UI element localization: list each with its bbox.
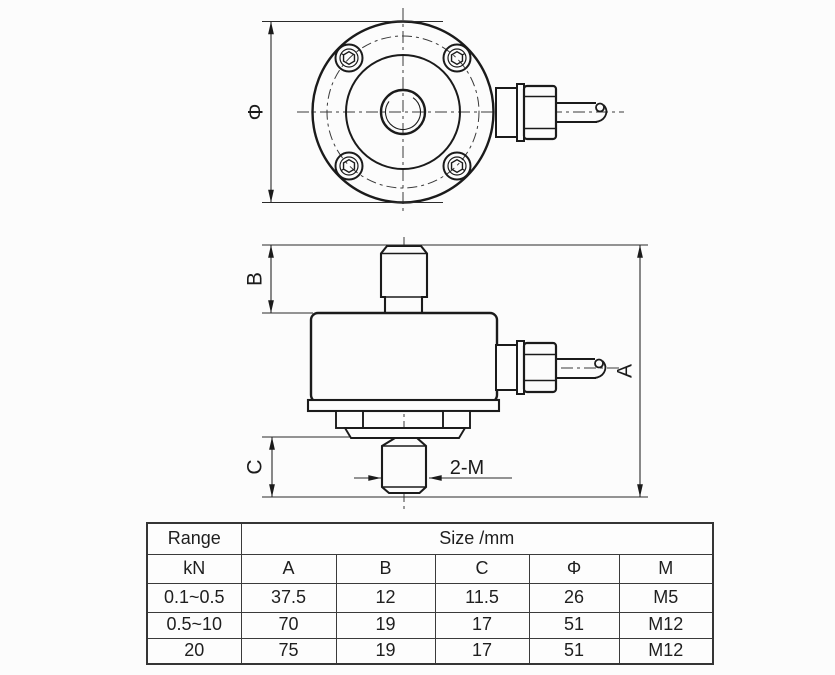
top-stud-outline — [379, 244, 429, 315]
sensor-body — [309, 311, 499, 404]
screw-counterbore-circle — [339, 156, 359, 176]
gland-hex-nut — [522, 341, 558, 394]
dimensions — [262, 20, 648, 498]
size-table: Range Size /mm kN A B C Φ M 0.1~0.5 37.5… — [146, 522, 714, 665]
phi-dimension-label: Φ — [245, 104, 268, 121]
dimension-labels: Φ B C A 2-M — [244, 104, 637, 479]
table-cell-range: 0.5~10 — [146, 611, 242, 639]
screw-head-circle — [442, 43, 472, 73]
bolt-circle-centerline — [326, 35, 480, 189]
cable-tip-loop — [595, 102, 605, 113]
gland-base-block — [495, 344, 518, 391]
table-cell-a: 70 — [240, 611, 337, 639]
table-cell-phi: 51 — [528, 611, 620, 639]
table-cell-a: 75 — [240, 637, 337, 665]
cable-tip-end — [593, 360, 607, 379]
screw-counterbore-circle — [447, 48, 467, 68]
column-header-a: A — [240, 553, 337, 584]
table-cell-phi: 51 — [528, 637, 620, 665]
column-header-kn: kN — [146, 553, 242, 584]
column-header-phi: Φ — [528, 553, 620, 584]
column-header-c: C — [434, 553, 530, 584]
screw-counterbore-circle — [447, 156, 467, 176]
table-cell-b: 19 — [335, 637, 436, 665]
hex-socket — [342, 158, 356, 174]
screw-head-circle — [442, 151, 472, 181]
hex-socket — [342, 50, 356, 66]
top-view — [297, 8, 624, 214]
socket-notch — [462, 168, 466, 172]
table-cell-m: M5 — [618, 582, 714, 613]
mounting-screw-right — [442, 410, 471, 429]
size-header-cell: Size /mm — [240, 522, 714, 555]
a-dimension-label: A — [614, 364, 637, 378]
lower-plate — [343, 427, 467, 439]
table-column-row: kN A B C Φ M — [146, 553, 714, 584]
table-cell-c: 11.5 — [434, 582, 530, 613]
table-cell-a: 37.5 — [240, 582, 337, 613]
stud-thread-label: 2-M — [450, 457, 484, 479]
socket-screw-bottom-left — [334, 151, 364, 181]
table-cell-c: 17 — [434, 637, 530, 665]
cable-gland-side-view — [495, 340, 607, 395]
screw-counterbore-circle — [339, 48, 359, 68]
b-dimension-label: B — [244, 272, 267, 286]
socket-notch — [340, 168, 344, 172]
side-view — [306, 237, 622, 512]
cable-gland-top-view — [495, 83, 608, 142]
c-dimension-label: C — [244, 459, 267, 474]
socket-screw-top-left — [334, 43, 364, 73]
column-header-b: B — [335, 553, 436, 584]
size-table-container: Range Size /mm kN A B C Φ M 0.1~0.5 37.5… — [146, 522, 714, 665]
socket-screw-bottom-right — [442, 151, 472, 181]
bottom-stud-outline — [380, 436, 428, 495]
socket-notch — [462, 52, 466, 56]
mounting-screw-left — [335, 410, 364, 429]
table-header-row: Range Size /mm — [146, 522, 714, 555]
socket-screw-top-right — [442, 43, 472, 73]
hex-socket — [450, 158, 464, 174]
table-cell-range: 0.1~0.5 — [146, 582, 242, 613]
gland-hex-nut — [522, 84, 558, 141]
table-row: 20 75 19 17 51 M12 — [146, 637, 714, 665]
table-cell-b: 19 — [335, 611, 436, 639]
gland-base-block — [495, 87, 518, 138]
cable-tip-end — [594, 104, 608, 123]
top-stud — [379, 244, 429, 315]
cable-tip-loop — [594, 358, 604, 369]
table-cell-range: 20 — [146, 637, 242, 665]
column-header-m: M — [618, 553, 714, 584]
screw-head-circle — [334, 43, 364, 73]
table-cell-m: M12 — [618, 611, 714, 639]
table-cell-c: 17 — [434, 611, 530, 639]
socket-notch — [340, 52, 344, 56]
bottom-stud — [380, 436, 428, 495]
table-row: 0.1~0.5 37.5 12 11.5 26 M5 — [146, 582, 714, 613]
center-hole-thread-arc — [384, 93, 422, 131]
table-cell-phi: 26 — [528, 582, 620, 613]
screw-head-circle — [334, 151, 364, 181]
center-hole-circle — [379, 88, 427, 136]
flange-boss-circle — [345, 54, 461, 170]
range-header-cell: Range — [146, 522, 242, 555]
table-cell-m: M12 — [618, 637, 714, 665]
table-row: 0.5~10 70 19 17 51 M12 — [146, 611, 714, 639]
bottom-plate — [306, 398, 501, 413]
table-cell-b: 12 — [335, 582, 436, 613]
hex-socket — [450, 50, 464, 66]
